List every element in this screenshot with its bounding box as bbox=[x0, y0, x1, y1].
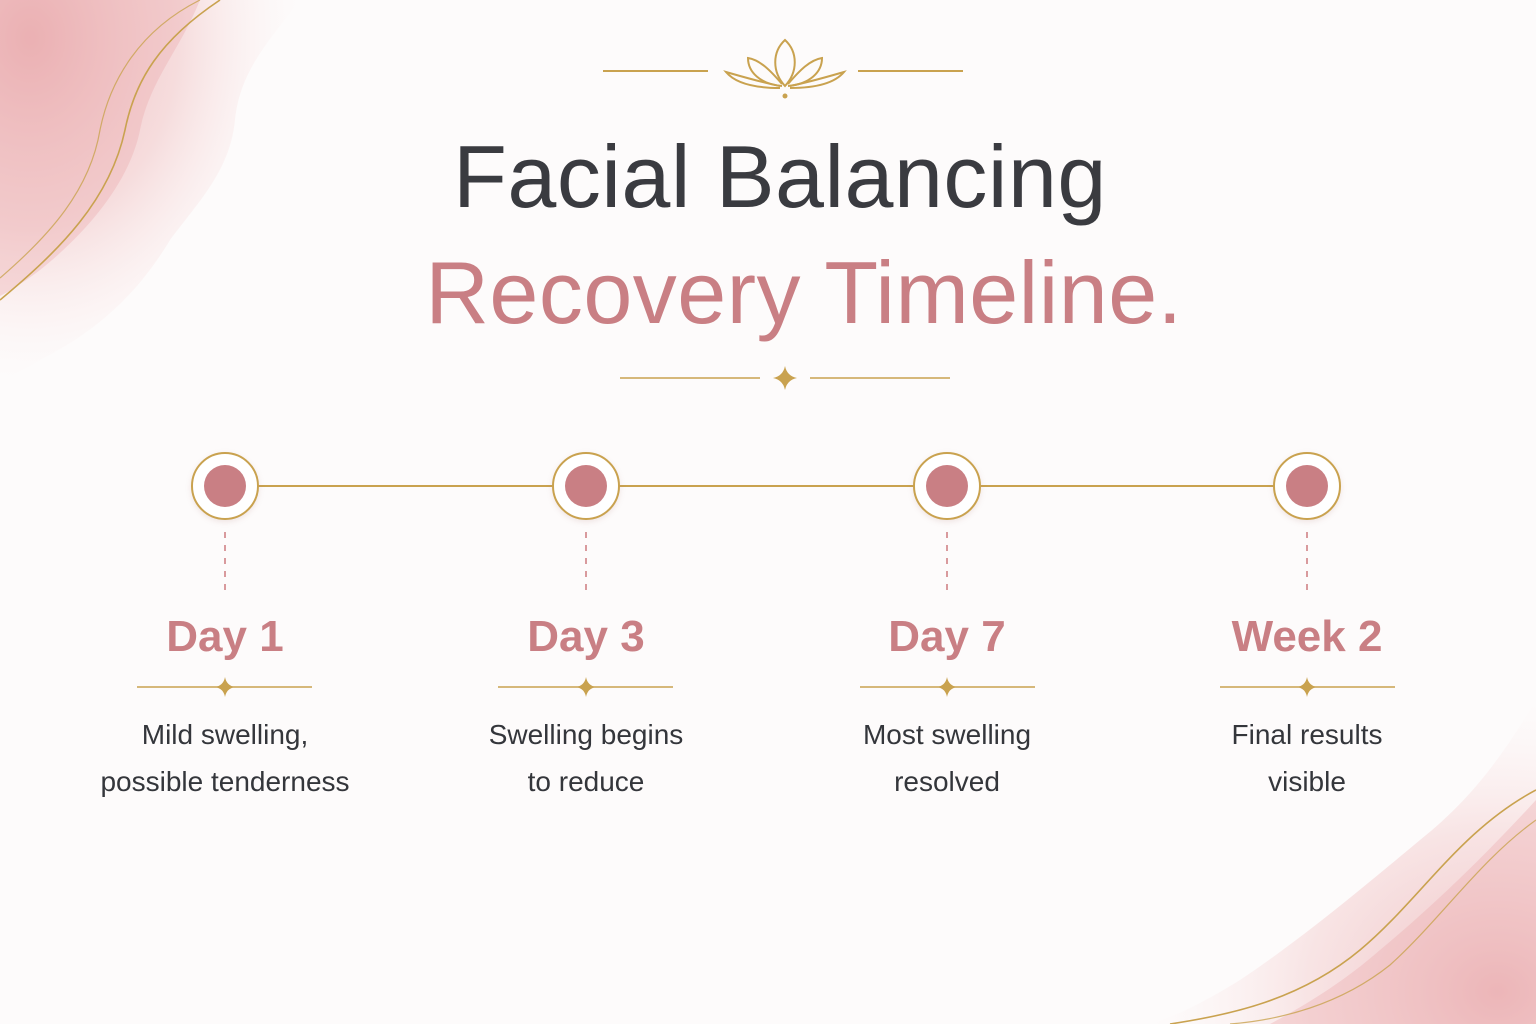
stage-divider bbox=[860, 677, 1035, 697]
stage-description: Swelling begins to reduce bbox=[488, 719, 684, 797]
stage-divider bbox=[498, 677, 673, 697]
stage-divider bbox=[1220, 677, 1395, 697]
title-divider bbox=[620, 366, 950, 390]
circle-node-icon bbox=[1286, 465, 1328, 507]
timeline-node-day-3 bbox=[552, 452, 620, 520]
stage-label: Day 3 bbox=[527, 612, 645, 661]
watercolor-top-left bbox=[0, 0, 300, 380]
circle-node-icon bbox=[204, 465, 246, 507]
circle-node-icon bbox=[565, 465, 607, 507]
lotus-icon bbox=[603, 38, 963, 99]
circle-node-icon bbox=[926, 465, 968, 507]
stage-label: Day 1 bbox=[166, 612, 284, 661]
sparkle-icon bbox=[773, 366, 797, 390]
stage-divider bbox=[137, 677, 312, 697]
timeline-node-day-1 bbox=[191, 452, 259, 520]
page-subtitle: Recovery Timeline. bbox=[425, 243, 1183, 342]
page-title: Facial Balancing bbox=[453, 127, 1107, 226]
timeline-connectors bbox=[224, 532, 1308, 594]
timeline-node-day-7 bbox=[913, 452, 981, 520]
sparkle-icon bbox=[576, 677, 596, 697]
stage-description: Final results visible bbox=[1231, 719, 1383, 797]
stage-description: Mild swelling, possible tenderness bbox=[100, 719, 350, 797]
sparkle-icon bbox=[937, 677, 957, 697]
stage-label: Day 7 bbox=[888, 612, 1006, 661]
watercolor-bottom-right bbox=[1150, 700, 1536, 1024]
stage-dividers bbox=[137, 677, 1395, 697]
timeline-node-week-2 bbox=[1273, 452, 1341, 520]
sparkle-icon bbox=[215, 677, 235, 697]
stage-description: Most swelling resolved bbox=[862, 719, 1032, 797]
stage-label: Week 2 bbox=[1231, 612, 1383, 661]
sparkle-icon bbox=[1297, 677, 1317, 697]
